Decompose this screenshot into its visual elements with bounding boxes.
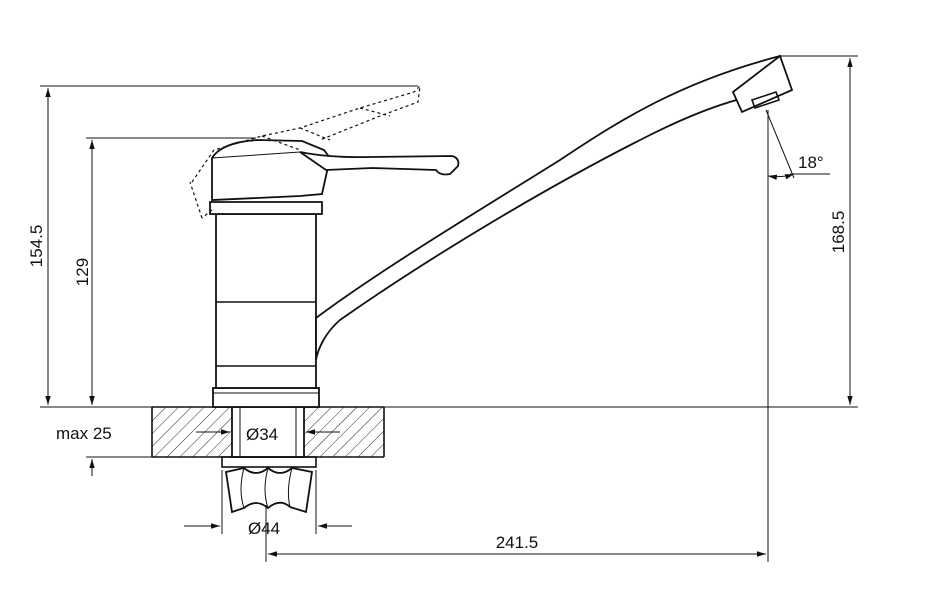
nut-diameter-label: Ø44 [248,519,280,538]
lever-handle [211,139,460,201]
dimension-nut-diameter: Ø44 [184,470,352,538]
dimension-shank-diameter: Ø34 [196,425,340,444]
dimension-spout-height: 168.5 [384,55,858,408]
spout-reach-label: 241.5 [496,533,539,552]
spout [315,54,794,361]
deck-thickness-label: max 25 [56,424,112,443]
total-height-label: 154.5 [27,225,46,268]
dimension-total-height: 154.5 [27,85,418,408]
dimension-spout-reach: 241.5 [265,110,769,562]
dimension-deck-thickness: max 25 [56,388,152,476]
fixing-nut [221,456,317,514]
lever-handle-raised-outline [189,84,421,219]
spout-angle-label: 18° [798,153,824,172]
spout-height-label: 168.5 [829,211,848,254]
dimension-spout-angle: 18° [765,109,830,180]
body-height-label: 129 [73,258,92,286]
shank-diameter-label: Ø34 [246,425,278,444]
dimension-body-height: 129 [73,137,256,405]
faucet-body [209,201,323,408]
